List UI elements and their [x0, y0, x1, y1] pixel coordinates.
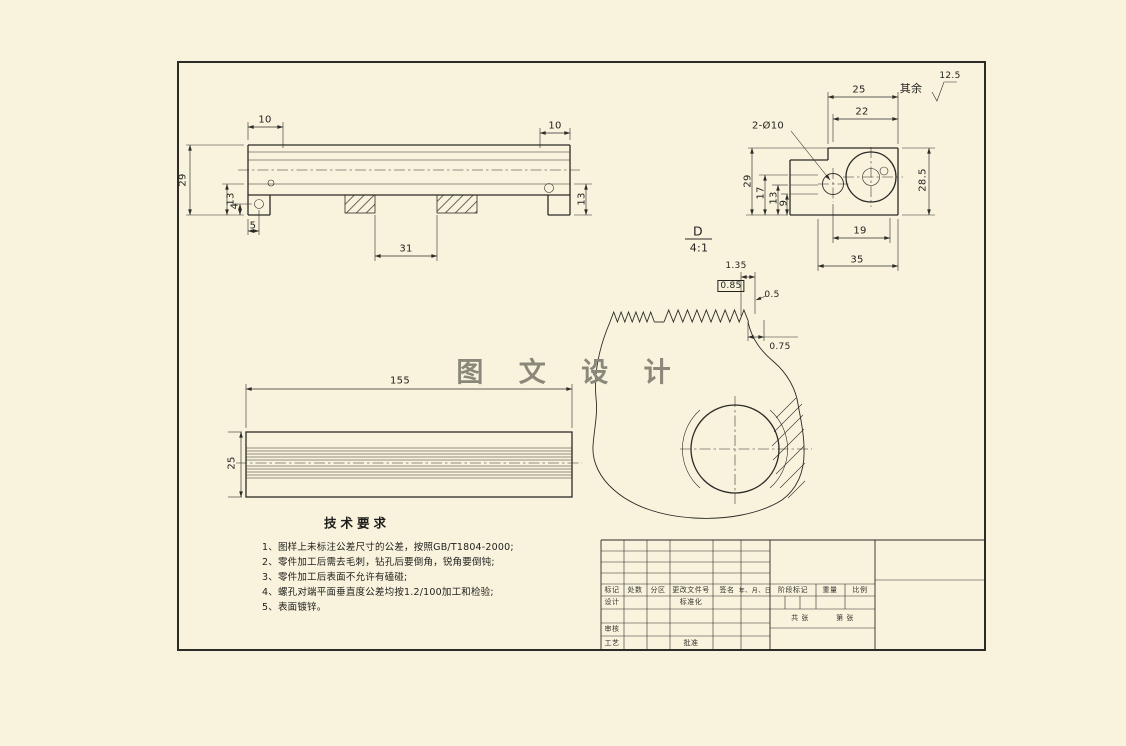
dim-label-17: 17: [755, 186, 767, 200]
dim-label-4: 4: [229, 202, 241, 210]
titleblock-standardization-label: 标准化: [679, 598, 703, 606]
tech-requirement-item: 3、零件加工后表面不允许有磕碰;: [262, 572, 408, 583]
tech-requirement-item: 1、图样上未标注公差尺寸的公差，按照GB/T1804-2000;: [262, 542, 514, 553]
dim-label-9: 9: [778, 199, 790, 207]
titleblock-stage-mark-label: 阶段标记: [778, 586, 808, 594]
titleblock-craft-label: 工艺: [604, 639, 620, 647]
titleblock-mark-label: 标记: [604, 586, 620, 594]
dim-label-2xd10: 2-Ø10: [751, 120, 785, 132]
dim-label-13-right: 13: [576, 192, 588, 206]
detail-view-geometry: [592, 272, 812, 519]
dim-label-0-85: 0.85: [717, 280, 745, 292]
titleblock-change-doc-label: 更改文件号: [672, 586, 710, 594]
title-block-grid: [600, 539, 985, 650]
titleblock-scale-label: 比例: [852, 586, 868, 594]
titleblock-design-label: 设计: [604, 598, 620, 606]
titleblock-audit-label: 审核: [604, 625, 620, 633]
dim-label-29-side: 29: [177, 173, 189, 187]
dim-label-28-5: 28.5: [917, 168, 929, 192]
tech-requirement-item: 2、零件加工后需去毛刺，钻孔后要倒角，锐角要倒钝;: [262, 557, 495, 568]
dim-label-31: 31: [399, 243, 413, 255]
dim-label-35: 35: [850, 254, 864, 266]
end-view-geometry: [746, 81, 957, 271]
side-view-geometry: [186, 122, 592, 261]
dim-label-1-35: 1.35: [725, 261, 747, 271]
titleblock-signature-label: 签名: [719, 586, 735, 594]
dim-label-22: 22: [855, 106, 869, 118]
dim-label-25-end: 25: [852, 84, 866, 96]
titleblock-sheet-number-label: 第 张: [836, 614, 854, 622]
titleblock-approve-label: 批准: [683, 639, 699, 647]
titleblock-zone-label: 分区: [650, 586, 666, 594]
dim-label-155: 155: [390, 375, 410, 387]
dim-label-0-75: 0.75: [769, 342, 791, 352]
detail-scale-label: 4:1: [689, 241, 709, 255]
sheet-frame: [177, 61, 986, 651]
surface-roughness-value: 12.5: [939, 71, 961, 81]
dim-label-19: 19: [853, 225, 867, 237]
dim-label-25-plan: 25: [226, 456, 238, 470]
dim-label-0-5: 0.5: [764, 290, 780, 300]
dim-label-29-end: 29: [742, 174, 754, 188]
tech-requirements-title: 技术要求: [323, 515, 391, 531]
watermark-text: 图 文 设 计: [456, 357, 684, 389]
titleblock-weight-label: 重量: [822, 586, 838, 594]
titleblock-count-label: 处数: [627, 586, 643, 594]
tech-requirement-item: 5、表面镀锌。: [262, 602, 327, 613]
dim-label-10-left: 10: [258, 114, 272, 126]
titleblock-sheets-total-label: 共 张: [791, 614, 809, 622]
surface-default-label: 其余: [899, 82, 923, 95]
tech-requirement-item: 4、螺孔对端平面垂直度公差均按1.2/100加工和检验;: [262, 587, 494, 598]
titleblock-date-label: 年、月、日: [738, 587, 772, 595]
dim-label-5: 5: [249, 220, 257, 232]
dim-label-10-right: 10: [548, 120, 562, 132]
detail-id-label: D: [693, 223, 703, 239]
plan-view-geometry: [228, 384, 582, 498]
